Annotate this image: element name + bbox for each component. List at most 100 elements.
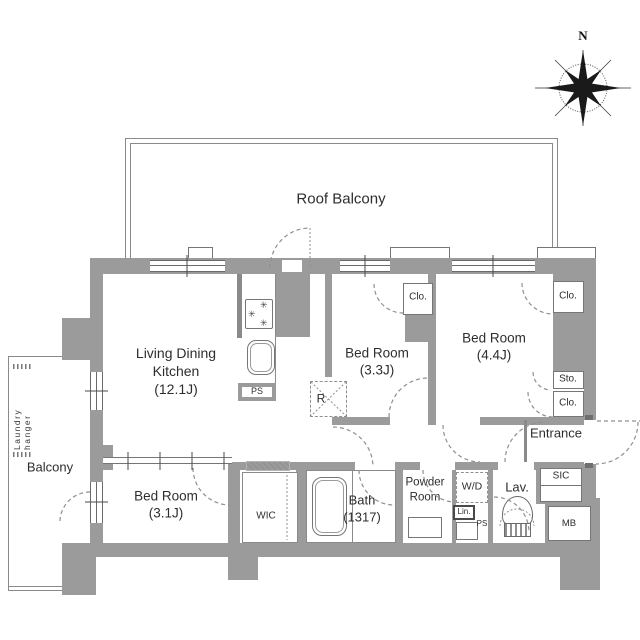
lavatory-label: Lav. bbox=[505, 479, 529, 495]
wall-left-step bbox=[62, 318, 103, 360]
window-ldk-top bbox=[150, 260, 225, 272]
wall-bath-right bbox=[396, 470, 403, 543]
arc-bedroom-lower-door bbox=[192, 467, 231, 506]
bedroom-right-label: Bed Room (4.4J) bbox=[462, 330, 526, 363]
stove-burner-icon: ✳ bbox=[260, 318, 268, 328]
compass-star-cardinal bbox=[545, 50, 621, 126]
closet-right-bottom-box bbox=[553, 391, 584, 417]
sic-divider bbox=[541, 485, 581, 486]
sic-label: SIC bbox=[552, 470, 570, 482]
arc-closet-right-top-door bbox=[521, 282, 554, 315]
roof-balcony-label: Roof Balcony bbox=[296, 190, 386, 208]
opening-bath-door bbox=[355, 462, 395, 470]
balcony-line-bottom-2 bbox=[8, 590, 92, 591]
window-bedroom-center bbox=[340, 260, 390, 272]
kitchen-sink-inner bbox=[250, 343, 272, 372]
wall-block-bottom-right bbox=[560, 543, 600, 590]
powder-room-label: Powder Room bbox=[405, 476, 445, 503]
arc-balcony-door bbox=[59, 491, 91, 523]
pipe-space-kitchen bbox=[238, 383, 276, 401]
wall-right-column-filler-b bbox=[553, 313, 584, 371]
balcony-line-left bbox=[8, 356, 9, 590]
wall-washer-right bbox=[488, 470, 493, 543]
wall-balcony-a bbox=[90, 360, 103, 372]
linen-label: Lin. bbox=[457, 506, 471, 516]
arc-entrance-exterior-door bbox=[595, 421, 639, 465]
bath-divider bbox=[352, 470, 353, 543]
wall-bedroom-center-left bbox=[325, 274, 332, 377]
wic-accordion-door bbox=[246, 461, 290, 471]
wall-bedroom-right-bottom bbox=[480, 417, 584, 425]
closet-right-top-label: Clo. bbox=[559, 290, 577, 302]
laundry-hanger-mark-bottom bbox=[13, 452, 31, 457]
pipe-space-kitchen-label: PS bbox=[250, 386, 264, 397]
refrigerator-label: R bbox=[316, 391, 326, 406]
closet-right-bottom-label: Clo. bbox=[559, 397, 577, 409]
kitchen-sink bbox=[247, 340, 275, 375]
wall-balcony-c bbox=[90, 523, 103, 543]
entrance-label: Entrance bbox=[529, 425, 583, 441]
pipe-space-lavatory-label: PS bbox=[476, 518, 488, 528]
wall-bath-left bbox=[296, 470, 306, 543]
wic-box bbox=[242, 472, 298, 543]
opening-powder-door bbox=[420, 462, 455, 470]
closet-center-label: Clo. bbox=[409, 291, 427, 303]
opening-entrance-door bbox=[584, 420, 596, 464]
balcony-label: Balcony bbox=[26, 459, 74, 475]
toilet-tank bbox=[504, 523, 531, 537]
linen-box bbox=[453, 505, 475, 520]
wall-bottom bbox=[62, 543, 600, 557]
sliding-partition bbox=[103, 457, 232, 464]
window-bedroom-lower-balcony bbox=[90, 482, 103, 523]
wall-bedroom-center-bottom bbox=[332, 417, 390, 425]
wic-label: WIC bbox=[256, 510, 276, 522]
meter-box-label: MB bbox=[561, 517, 577, 529]
closet-center-box bbox=[403, 283, 433, 315]
stove: ✳ ✳ ✳ bbox=[245, 299, 273, 329]
balcony-line-top bbox=[8, 356, 62, 357]
arc-storage-right-door bbox=[532, 371, 552, 391]
arc-closet-center-door bbox=[373, 283, 404, 314]
bedroom-center-label: Bed Room (3.3J) bbox=[345, 345, 409, 378]
bathtub-inner bbox=[315, 480, 344, 533]
wall-right-upper bbox=[584, 258, 596, 420]
lavatory-counter-box bbox=[456, 522, 478, 540]
laundry-hanger-label: Laundry hanger bbox=[12, 408, 32, 450]
wall-closet-center-below bbox=[405, 315, 433, 342]
arc-bedroom-center-door bbox=[388, 377, 429, 418]
arc-corridor-door bbox=[332, 426, 374, 468]
arc-bedroom-right-door bbox=[442, 424, 481, 463]
wall-bedroom-center-right bbox=[428, 274, 436, 425]
wall-kitchen-top-block bbox=[276, 274, 310, 337]
wall-right-column-filler-a bbox=[553, 274, 584, 281]
wall-kitchen-left bbox=[237, 274, 242, 338]
bedroom-lower-label: Bed Room (3.1J) bbox=[134, 488, 198, 521]
powder-washbasin bbox=[408, 517, 442, 538]
storage-right-label: Sto. bbox=[559, 373, 577, 385]
arc-closet-right-bottom-door bbox=[527, 391, 554, 418]
opening-roof-balcony-door bbox=[282, 260, 302, 272]
wall-entrance-left bbox=[524, 420, 527, 464]
window-ldk-balcony bbox=[90, 372, 103, 410]
compass-north-label: N bbox=[578, 28, 588, 43]
laundry-hanger-mark-top bbox=[13, 364, 31, 369]
compass-rose: N bbox=[535, 28, 631, 126]
stove-burner-icon: ✳ bbox=[248, 309, 256, 319]
meter-box bbox=[548, 506, 591, 541]
washer-dryer-box bbox=[456, 472, 488, 503]
closet-right-top-box bbox=[553, 281, 584, 313]
bath-label: Bath (1317) bbox=[343, 492, 381, 524]
washer-dryer-label: W/D bbox=[461, 480, 483, 493]
sic-box bbox=[540, 468, 582, 502]
stove-burner-icon: ✳ bbox=[260, 300, 268, 310]
wall-balcony-b bbox=[90, 410, 103, 482]
balcony-line-bottom-1 bbox=[8, 586, 92, 587]
wall-block-bottom-left bbox=[62, 543, 96, 595]
window-bedroom-right bbox=[452, 260, 535, 272]
wall-block-bottom-center bbox=[228, 543, 258, 580]
refrigerator-box bbox=[310, 381, 347, 417]
wall-left-upper bbox=[90, 258, 103, 330]
bathtub bbox=[312, 477, 347, 536]
wall-lower-rooms-top bbox=[232, 462, 584, 470]
